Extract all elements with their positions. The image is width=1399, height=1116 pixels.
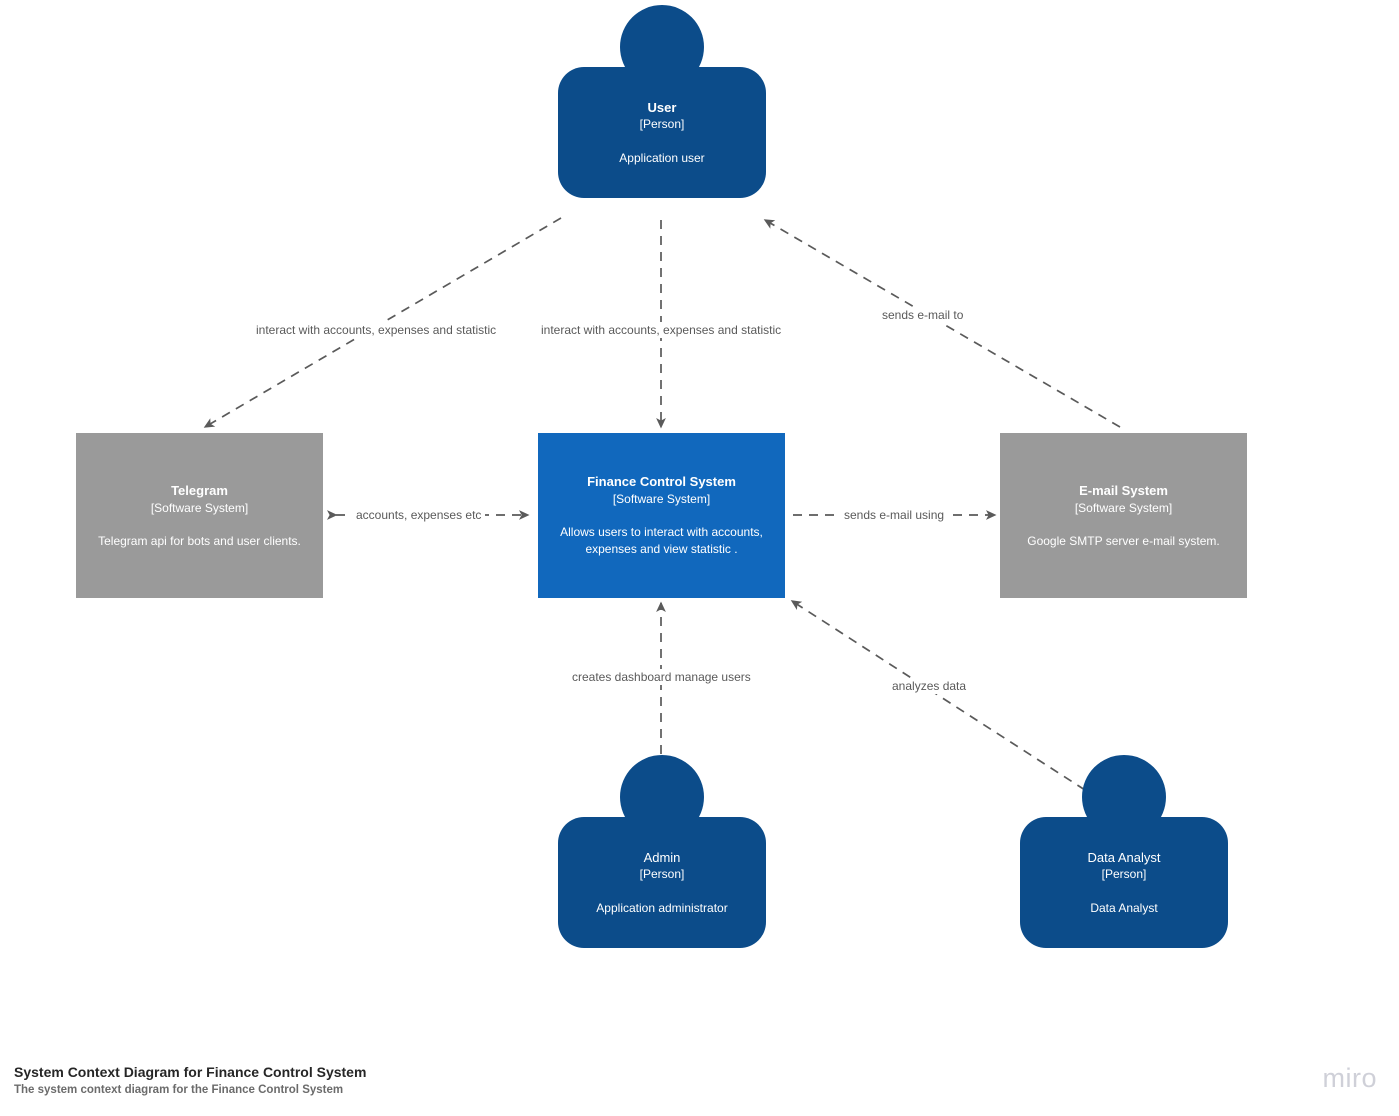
email-system-type: [Software System] (1074, 500, 1173, 515)
admin-type: [Person] (639, 867, 685, 881)
edge-label-admin-to-finance: creates dashboard manage users (568, 669, 755, 685)
data-analyst-body-shape (1020, 817, 1228, 948)
data-analyst-label-group: Data Analyst [Person] Data Analyst (1020, 817, 1228, 948)
edge-email-to-user (763, 219, 1121, 428)
edge-analyst-to-finance (790, 600, 1086, 791)
admin-body-shape (558, 817, 766, 948)
finance-control-system-name: Finance Control System (587, 474, 736, 489)
finance-control-system-type: [Software System] (612, 492, 711, 506)
admin-description: Application administrator (596, 901, 728, 915)
edge-label-finance-to-email: sends e-mail using (840, 507, 949, 523)
diagram-title: System Context Diagram for Finance Contr… (14, 1064, 367, 1080)
edge-label-analyst-to-finance: analyzes data (888, 678, 971, 694)
telegram-type: [Software System] (150, 500, 249, 515)
data-analyst-name: Data Analyst (1087, 850, 1161, 865)
finance-control-system-description-line2: expenses and view statistic . (585, 542, 738, 556)
node-email-system[interactable]: E-mail System [Software System] Google S… (1000, 433, 1247, 598)
data-analyst-description: Data Analyst (1090, 901, 1158, 915)
finance-control-system-description-line1: Allows users to interact with accounts, (560, 525, 763, 539)
user-body-shape (558, 67, 766, 198)
edge-label-telegram-finance: accounts, expenses etc (352, 507, 486, 523)
data-analyst-type: [Person] (1101, 867, 1147, 881)
user-name: User (647, 100, 677, 115)
miro-watermark: miro (1322, 1063, 1377, 1093)
user-type: [Person] (639, 117, 685, 131)
edge-label-user-to-telegram: interact with accounts, expenses and sta… (252, 322, 501, 338)
node-finance-control-system[interactable]: Finance Control System [Software System]… (538, 433, 785, 598)
edge-label-email-to-user: sends e-mail to (878, 307, 968, 323)
admin-name: Admin (643, 850, 681, 865)
email-system-name: E-mail System (1079, 482, 1168, 498)
diagram-subtitle: The system context diagram for the Finan… (14, 1084, 344, 1096)
node-telegram[interactable]: Telegram [Software System] Telegram api … (76, 433, 323, 598)
edge-label-user-to-finance: interact with accounts, expenses and sta… (537, 322, 786, 338)
telegram-name: Telegram (171, 482, 228, 498)
finance-control-system-description: Allows users to interact with accounts, … (560, 524, 763, 558)
user-description: Application user (619, 151, 705, 165)
diagram-footer: System Context Diagram for Finance Contr… (14, 1062, 366, 1099)
email-system-description: Google SMTP server e-mail system. (1027, 533, 1220, 548)
admin-label-group: Admin [Person] Application administrator (558, 817, 766, 948)
user-label-group: User [Person] Application user (558, 67, 766, 198)
telegram-description: Telegram api for bots and user clients. (98, 533, 301, 548)
